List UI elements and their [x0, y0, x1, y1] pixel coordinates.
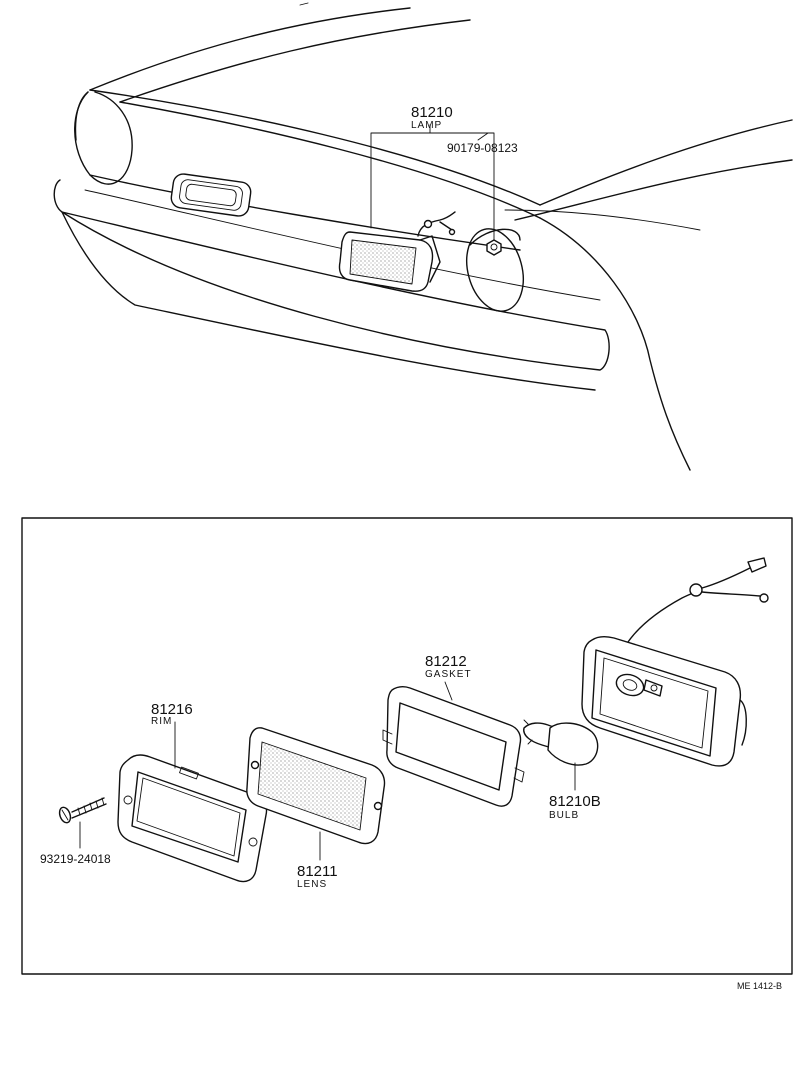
exploded-view-frame: [21, 517, 793, 975]
rim-part-number: 81216: [151, 701, 193, 718]
lens-part: [246, 727, 386, 861]
lens-part-name: LENS: [297, 879, 327, 890]
lamp-assembly-on-car: [338, 211, 456, 292]
car-front-illustration: [53, 2, 793, 471]
bulb-part-number: 81210B: [549, 793, 601, 810]
gasket-part-number: 81212: [425, 653, 467, 670]
drawing-reference: ME 1412-B: [737, 981, 782, 991]
bulb-part: [523, 719, 599, 791]
lamp-part-name: LAMP: [411, 120, 442, 131]
rim-part: [117, 721, 268, 883]
bulb-part-name: BULB: [549, 810, 579, 821]
screw-part: [58, 797, 107, 849]
lens-part-number: 81211: [297, 863, 338, 880]
gasket-part: [382, 681, 525, 807]
rim-part-name: RIM: [151, 716, 172, 727]
gasket-part-name: GASKET: [425, 669, 472, 680]
lamp-part-number: 81210: [411, 104, 453, 121]
screw-part-number: 93219-24018: [40, 852, 111, 866]
lamp-housing-part: [581, 557, 769, 767]
nut-part-number: 90179-08123: [447, 141, 518, 155]
nut-on-car: [486, 239, 502, 256]
